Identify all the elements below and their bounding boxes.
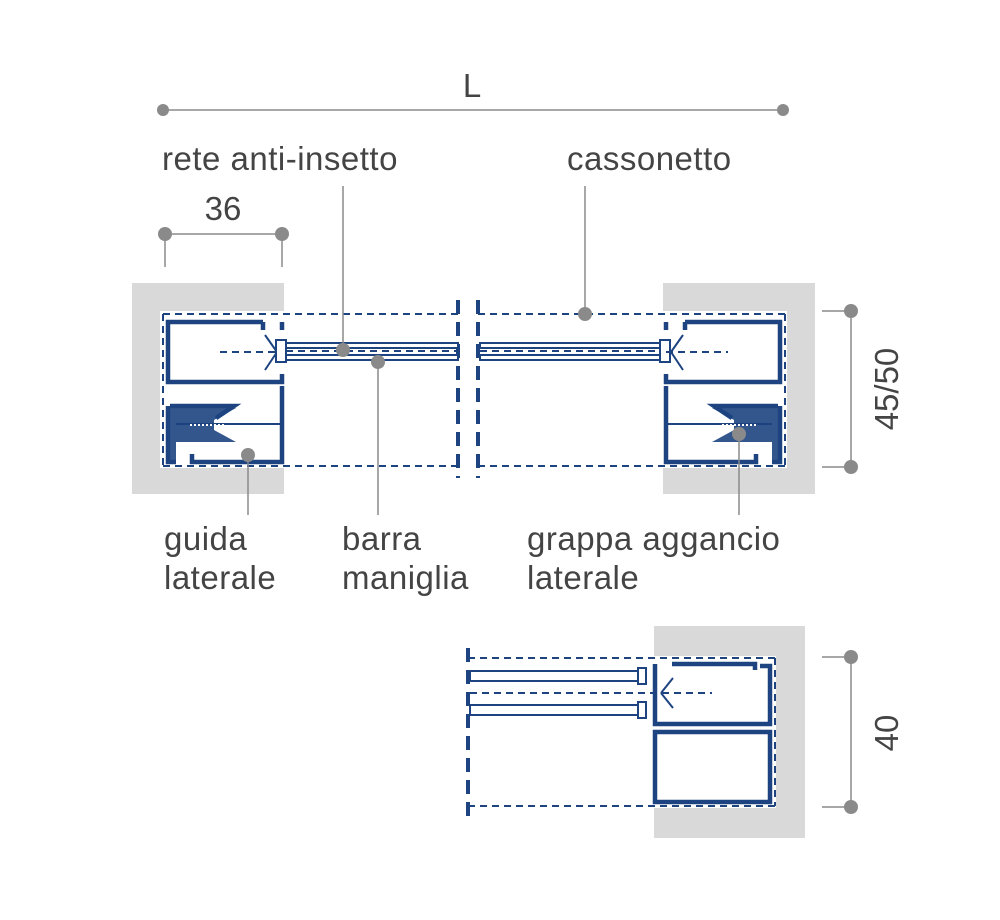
- label-clamp-line2: laterale: [527, 559, 639, 596]
- dimension-width-start-dot: [157, 104, 169, 116]
- wall-right-recess: [663, 311, 787, 468]
- leader-lines-top: [241, 186, 746, 515]
- label-guide-line2: laterale: [164, 559, 276, 596]
- leader-clamp-dot: [732, 427, 746, 441]
- dimension-side: 36: [158, 190, 289, 267]
- dimension-height-top-label: 45/50: [868, 348, 905, 431]
- leader-handle-dot: [371, 355, 385, 369]
- dimension-height-bottom: 40: [822, 650, 905, 814]
- dimension-width-label: L: [463, 67, 481, 104]
- dimension-height-bottom-label: 40: [868, 715, 905, 752]
- dimension-side-label: 36: [205, 190, 242, 227]
- bottom-profile: [470, 661, 773, 805]
- label-guide-line1: guida: [164, 520, 247, 557]
- envelope-dashed-top: [162, 300, 786, 478]
- label-handle-line2: maniglia: [342, 559, 469, 596]
- dimension-side-end-dot: [275, 227, 289, 241]
- wall-left-recess: [160, 311, 284, 468]
- bottom-net-bars: [469, 667, 647, 719]
- dimension-side-start-dot: [158, 227, 172, 241]
- label-box: cassonetto: [567, 140, 732, 177]
- envelope-dashed-bottom: [466, 648, 776, 816]
- leader-guide-dot: [241, 448, 255, 462]
- dimension-height-top: 45/50: [822, 304, 905, 474]
- dimension-width: L: [157, 67, 789, 116]
- leader-net-dot: [336, 343, 350, 357]
- label-handle-line1: barra: [342, 520, 422, 557]
- right-net-bar: [479, 339, 671, 363]
- leader-box-dot: [578, 307, 592, 321]
- dimension-width-end-dot: [777, 104, 789, 116]
- label-clamp-line1: grappa aggancio: [527, 520, 780, 557]
- left-net-bar: [275, 339, 459, 363]
- left-guide-profile: [165, 319, 285, 465]
- label-insect-net: rete anti-insetto: [162, 140, 398, 177]
